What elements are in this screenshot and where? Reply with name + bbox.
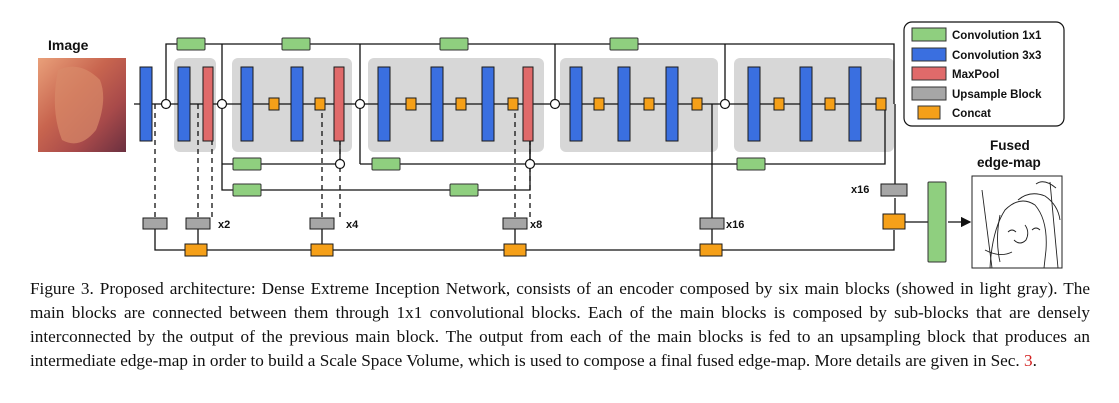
concat-block: [405, 97, 417, 111]
legend-swatch-concat: [917, 105, 941, 120]
junction-node: [719, 98, 731, 110]
junction-node: [216, 98, 228, 110]
legend-swatch-conv3x3: [911, 47, 947, 62]
conv1x1-block: [371, 157, 401, 171]
fused-edge-map-image: [971, 175, 1063, 269]
conv1x1-block: [736, 157, 766, 171]
legend-swatch-upsample: [911, 86, 947, 101]
legend-label-conv3x3: Convolution 3x3: [952, 50, 1041, 62]
concat-block: [593, 97, 605, 111]
upsample-block: [142, 217, 168, 230]
conv1x1-block: [232, 183, 262, 197]
concat-block: [691, 97, 703, 111]
conv3x3-block: [665, 66, 679, 142]
scale-label-x16-final: x16: [851, 184, 869, 196]
concat-block: [643, 97, 655, 111]
scale-label-x2: x2: [218, 219, 230, 231]
maxpool-block: [522, 66, 534, 142]
conv3x3-block: [569, 66, 583, 142]
upsample-block: [880, 183, 908, 197]
conv3x3-block: [177, 66, 191, 142]
conv3x3-block: [139, 66, 153, 142]
maxpool-block: [333, 66, 345, 142]
caption-section-ref[interactable]: 3: [1024, 351, 1033, 370]
maxpool-blocks: [202, 66, 534, 142]
upsample-block: [502, 217, 528, 230]
upsample-block: [699, 217, 725, 230]
conv3x3-blocks: [139, 66, 862, 142]
junction-node: [354, 98, 366, 110]
concat-block: [184, 243, 208, 257]
legend: Convolution 1x1 Convolution 3x3 MaxPool …: [903, 21, 1065, 127]
image-label: Image: [48, 37, 89, 53]
conv1x1-block: [609, 37, 639, 51]
junction-node: [549, 98, 561, 110]
conv1x1-block: [439, 37, 469, 51]
conv1x1-block: [176, 37, 206, 51]
concat-block: [699, 243, 723, 257]
junctions: [160, 98, 731, 170]
concat-block: [773, 97, 785, 111]
conv3x3-block: [481, 66, 495, 142]
scale-label-x4: x4: [346, 219, 359, 231]
output-label-line1: Fused: [990, 138, 1030, 153]
conv3x3-block: [240, 66, 254, 142]
concat-block: [824, 97, 836, 111]
concat-block: [507, 97, 519, 111]
conv3x3-block: [799, 66, 813, 142]
edge-map-sketch: [981, 181, 1061, 269]
upsample-blocks: [142, 183, 908, 230]
legend-label-concat: Concat: [952, 108, 991, 120]
maxpool-block: [202, 66, 214, 142]
conv3x3-block: [617, 66, 631, 142]
output-label-line2: edge-map: [977, 155, 1041, 170]
conv1x1-blocks: [176, 37, 947, 263]
architecture-diagram: Image: [38, 21, 1065, 269]
concat-block: [875, 97, 887, 111]
concat-block: [268, 97, 280, 111]
caption-text: Figure 3. Proposed architecture: Dense E…: [30, 279, 1090, 370]
scale-label-x8: x8: [530, 219, 542, 231]
legend-swatch-conv1x1: [911, 27, 947, 42]
input-image-detail: [54, 66, 104, 144]
legend-label-conv1x1: Convolution 1x1: [952, 30, 1042, 42]
main-blocks: [174, 58, 894, 152]
fusion-conv-block: [927, 181, 947, 263]
conv3x3-block: [377, 66, 391, 142]
concat-block: [314, 97, 326, 111]
conv1x1-block: [232, 157, 262, 171]
concat-block: [310, 243, 334, 257]
junction-node: [524, 158, 536, 170]
junction-node: [160, 98, 172, 110]
legend-swatch-maxpool: [911, 66, 947, 81]
legend-label-maxpool: MaxPool: [952, 69, 999, 81]
conv3x3-block: [848, 66, 862, 142]
junction-node: [334, 158, 346, 170]
figure-caption: Figure 3. Proposed architecture: Dense E…: [30, 277, 1090, 373]
conv3x3-block: [290, 66, 304, 142]
conv3x3-block: [430, 66, 444, 142]
legend-label-upsample: Upsample Block: [952, 89, 1042, 101]
caption-end: .: [1032, 351, 1037, 370]
concat-block: [455, 97, 467, 111]
conv1x1-block: [281, 37, 311, 51]
upsample-block: [309, 217, 335, 230]
concat-block: [882, 213, 906, 230]
concat-block: [503, 243, 527, 257]
conv3x3-block: [747, 66, 761, 142]
upsample-block: [185, 217, 211, 230]
conv1x1-block: [449, 183, 479, 197]
scale-label-x16: x16: [726, 219, 744, 231]
concat-blocks: [184, 97, 906, 257]
scale-labels: x2 x4 x8 x16 x16: [218, 184, 869, 231]
